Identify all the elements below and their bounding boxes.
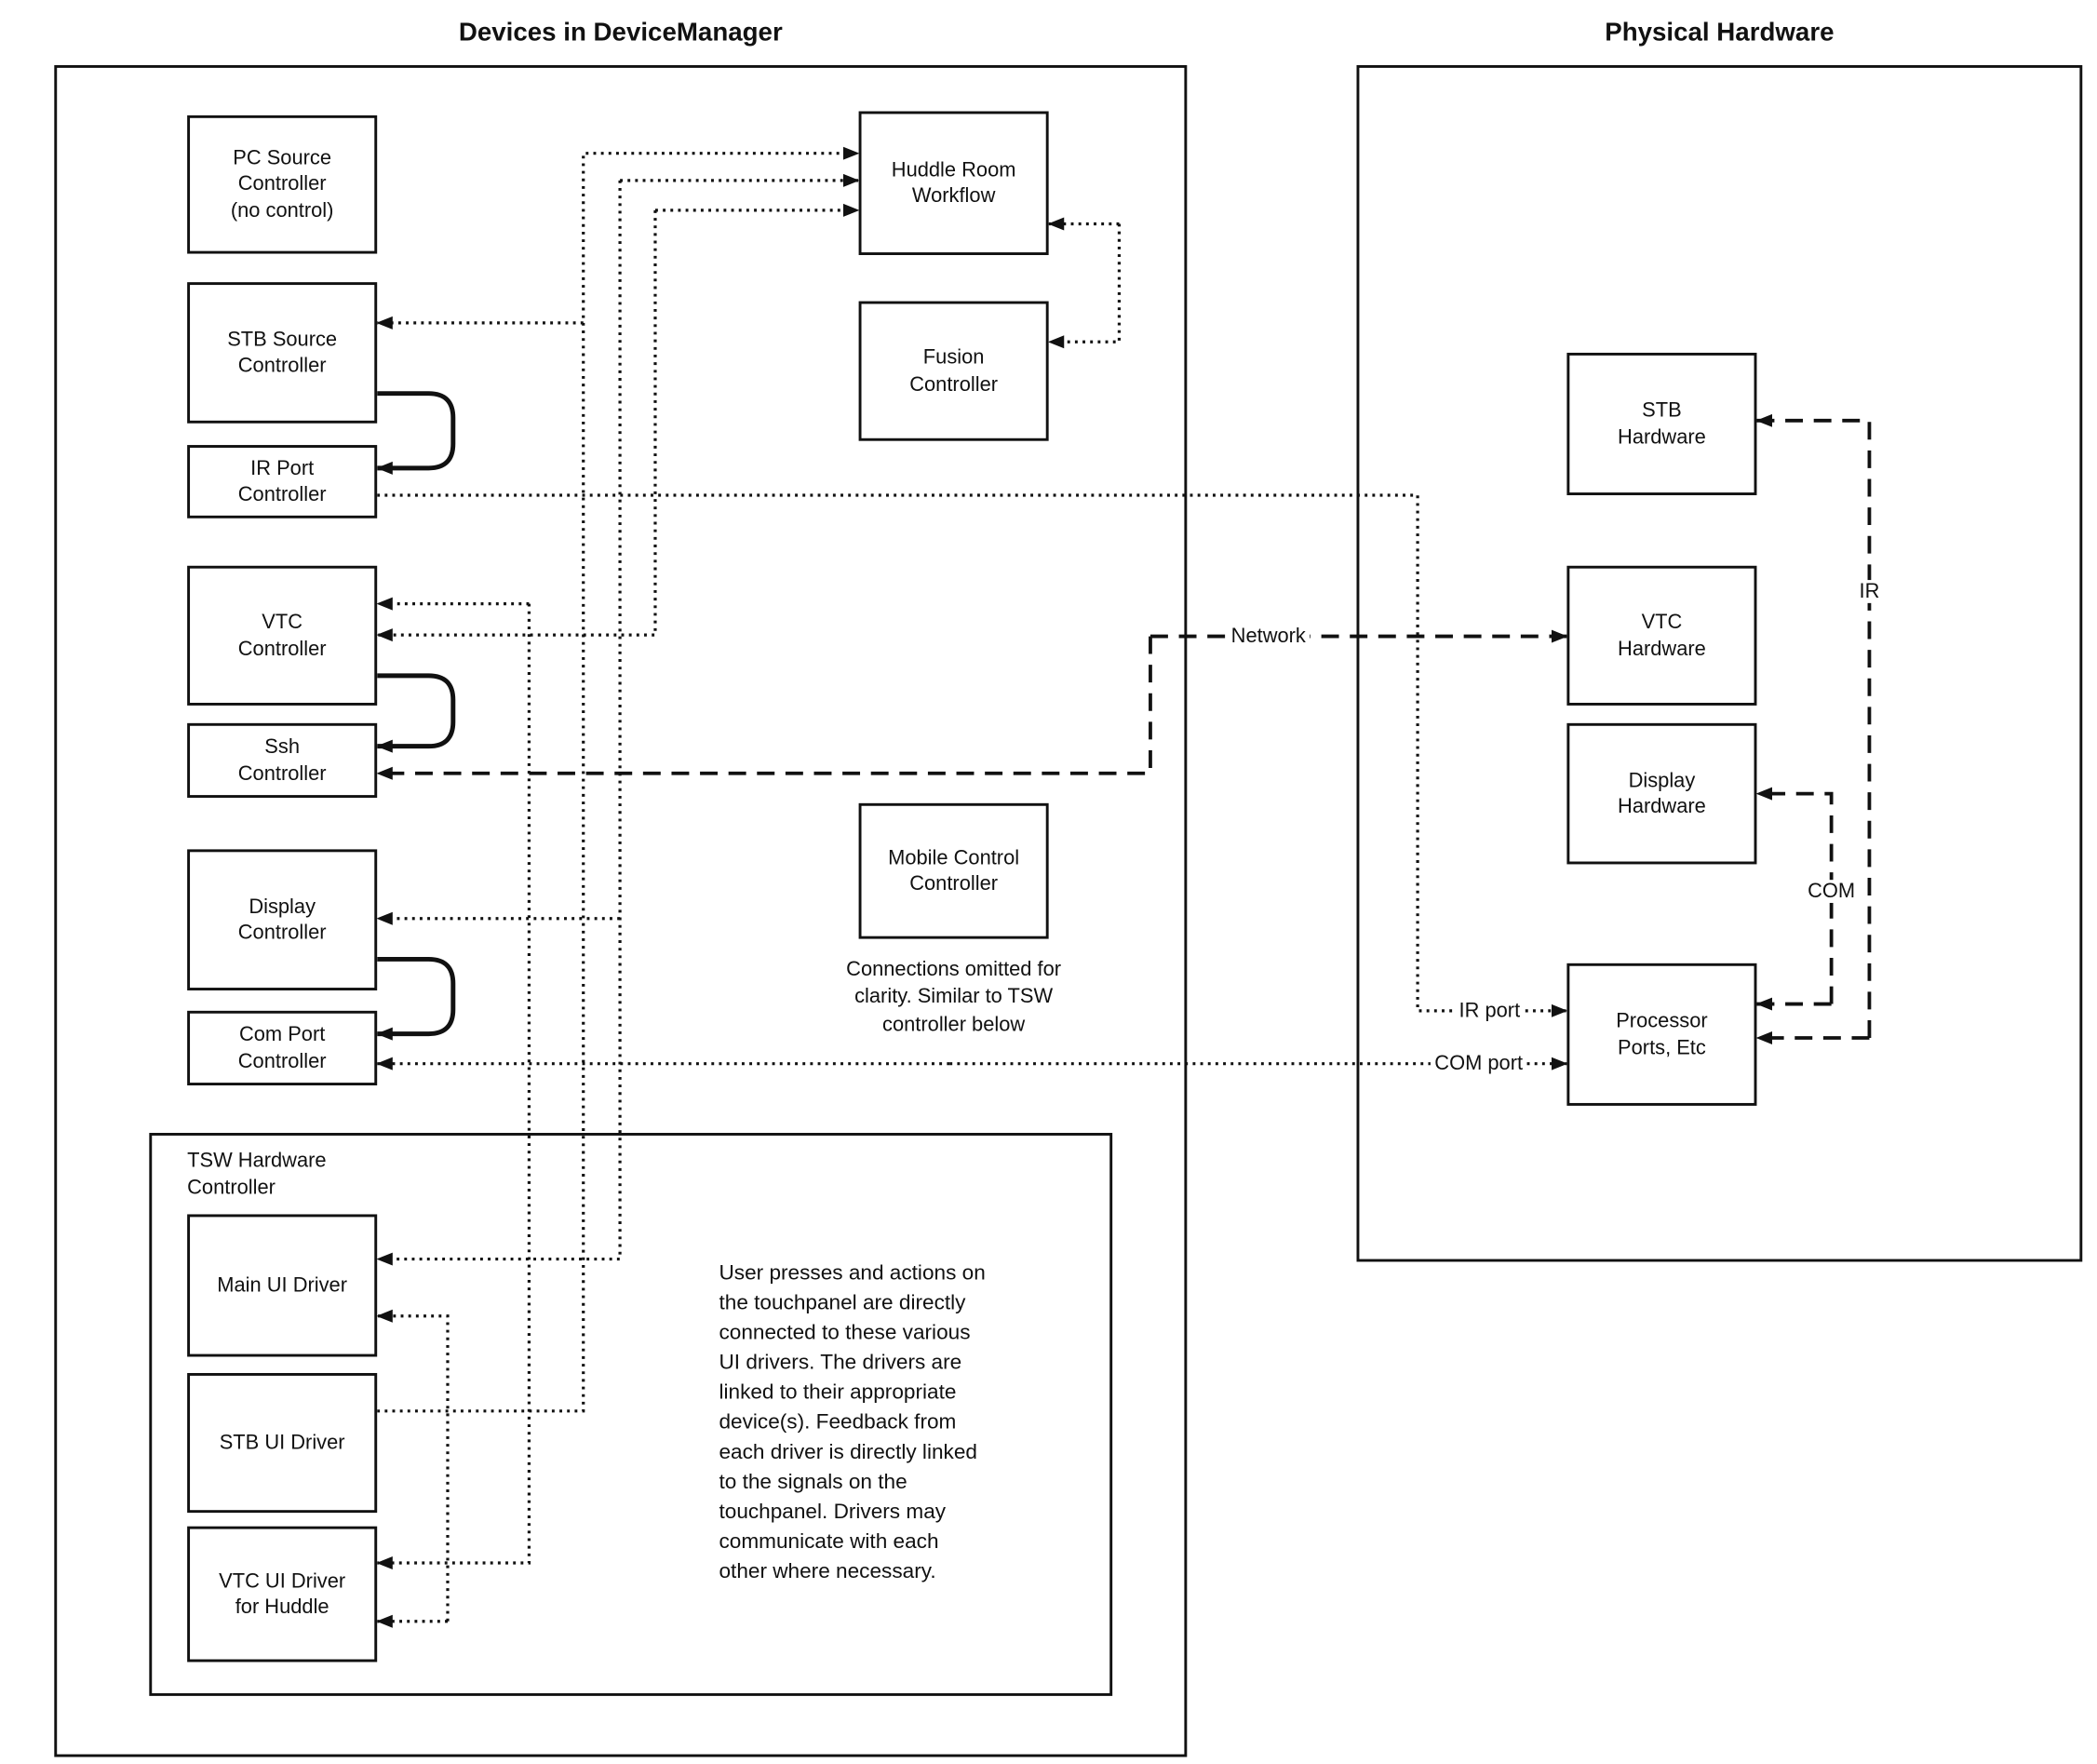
wire-stb-ui-to-huddle [377,146,860,1413]
mobile-control-note: Connections omitted for clarity. Similar… [846,957,1062,1036]
box-vtc-hardware: VTC Hardware [1566,565,1757,706]
wire-com-to-display-hardware [1755,787,1834,1004]
network-label: Network [1227,625,1311,648]
box-huddle-room-workflow: Huddle Room Workflow [858,111,1049,256]
device-manager-panel [54,64,1188,1757]
box-stb-hardware: STB Hardware [1566,352,1757,495]
wire-vtc-to-ssh [376,673,456,753]
com-label: COM [1803,880,1860,903]
box-com-port-controller: Com Port Controller [187,1010,378,1085]
physical-hardware-title: Physical Hardware [1605,19,1835,48]
tsw-description: User presses and actions on the touchpan… [719,1261,986,1583]
device-manager-title: Devices in DeviceManager [458,19,783,48]
box-display-hardware: Display Hardware [1566,722,1757,865]
box-main-ui-driver: Main UI Driver [187,1214,378,1357]
wire-vtc-ui-to-main-ui [376,1309,450,1622]
physical-hardware-panel [1356,64,2083,1262]
ir-label: IR [1855,580,1884,603]
box-display-controller: Display Controller [187,849,378,990]
box-mobile-control-controller: Mobile Control Controller [858,802,1049,939]
tsw-group-label: TSW Hardware Controller [187,1149,327,1199]
com-port-label: COM port [1430,1052,1527,1076]
tsw-hardware-controller-group [149,1133,1113,1696]
ir-port-label: IR port [1455,999,1525,1023]
wire-vtc-controller-to-vtc-ui [376,603,531,1570]
box-processor-ports: Processor Ports, Etc [1566,963,1757,1106]
wire-huddle-to-vtc-controller [376,209,657,642]
box-fusion-controller: Fusion Controller [858,301,1049,441]
box-stb-source-controller: STB Source Controller [187,282,378,424]
wire-stb-source-to-ir-port [376,391,456,475]
box-vtc-ui-driver: VTC UI Driver for Huddle [187,1526,378,1663]
wire-ir-to-stb-hardware [1755,413,1872,1038]
wire-network-to-ssh-controller [376,636,1152,780]
box-ir-port-controller: IR Port Controller [187,445,378,518]
wire-huddle-to-fusion [1047,223,1122,349]
wire-huddle-to-main-ui [376,180,622,1266]
box-stb-ui-driver: STB UI Driver [187,1372,378,1514]
box-ssh-controller: Ssh Controller [187,722,378,799]
box-vtc-controller: VTC Controller [187,565,378,706]
box-pc-source-controller: PC Source Controller (no control) [187,114,378,254]
wire-display-to-com-port [376,956,456,1041]
